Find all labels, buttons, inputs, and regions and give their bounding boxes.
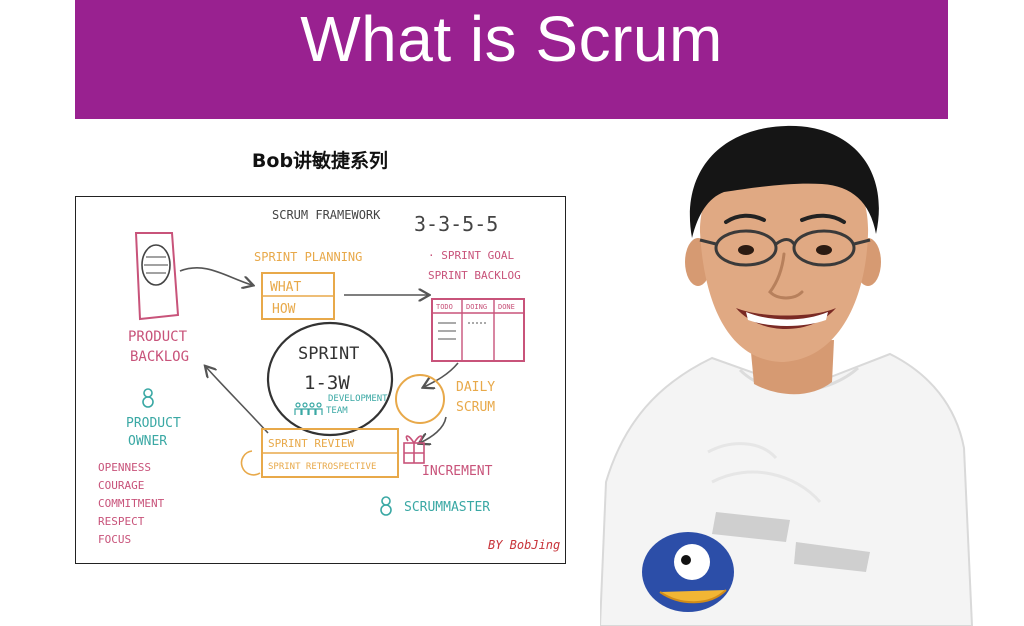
- product-backlog-label-2: BACKLOG: [130, 349, 189, 365]
- sprint-review-label: SPRINT REVIEW: [268, 437, 354, 450]
- board-col-todo: TODO: [436, 303, 453, 311]
- sprint-circle: [266, 321, 394, 437]
- title-banner: What is Scrum: [75, 0, 948, 119]
- value-courage: COURAGE: [98, 479, 144, 492]
- value-openness: OPENNESS: [98, 461, 151, 474]
- daily-scrum-label-1: DAILY: [456, 380, 495, 395]
- sprint-retro-label: SPRINT RETROSPECTIVE: [268, 462, 376, 472]
- product-owner-icon: [142, 388, 154, 408]
- daily-scrum-label-2: SCRUM: [456, 400, 495, 415]
- dev-team-label-2: TEAM: [326, 406, 348, 416]
- presenter-photo: [600, 125, 974, 626]
- product-backlog-icon: [134, 232, 180, 321]
- sprint-goal-label: · SPRINT GOAL: [428, 249, 514, 262]
- board-col-doing: DOING: [466, 303, 487, 311]
- increment-label: INCREMENT: [422, 464, 493, 479]
- product-owner-label-2: OWNER: [128, 434, 167, 449]
- planning-what: WHAT: [270, 280, 301, 295]
- slide-title: What is Scrum: [300, 2, 723, 75]
- arrow-to-planning: [179, 267, 252, 285]
- arrow-to-daily: [424, 362, 459, 387]
- sprint-label: SPRINT: [298, 344, 359, 364]
- slide-subtitle: Bob讲敏捷系列: [251, 150, 389, 172]
- duck-shirt-print: [642, 512, 870, 612]
- value-respect: RESPECT: [98, 515, 145, 528]
- signature: BY BobJing: [488, 538, 560, 552]
- sketch-heading: SCRUM FRAMEWORK: [272, 208, 381, 222]
- glasses: [699, 229, 871, 267]
- planning-how: HOW: [272, 302, 296, 317]
- task-board: TODO DOING DONE: [431, 298, 525, 362]
- board-col-done: DONE: [498, 303, 515, 311]
- product-owner-label-1: PRODUCT: [126, 416, 181, 431]
- hair: [689, 125, 879, 238]
- value-commitment: COMMITMENT: [98, 497, 165, 510]
- sprint-backlog-label: SPRINT BACKLOG: [428, 269, 521, 282]
- product-backlog-label-1: PRODUCT: [128, 329, 188, 345]
- scrum-master-label: SCRUMMASTER: [404, 500, 490, 515]
- scrum-master-icon: [380, 496, 392, 516]
- arrow-to-increment: [420, 416, 447, 443]
- sketch-numbers: 3-3-5-5: [414, 212, 498, 236]
- arrow-to-backlog: [206, 367, 269, 434]
- increment-gift-icon: [403, 435, 425, 464]
- sketch-canvas: SCRUM FRAMEWORK 3-3-5-5 PRODUCT BACKLOG …: [98, 208, 560, 552]
- sprint-duration: 1-3W: [304, 372, 350, 394]
- value-focus: FOCUS: [98, 533, 131, 546]
- dev-team-label-1: DEVELOPMENT: [328, 394, 388, 404]
- team-people-icon: [294, 402, 323, 415]
- scrum-framework-sketch: SCRUM FRAMEWORK 3-3-5-5 PRODUCT BACKLOG …: [75, 196, 566, 564]
- daily-scrum-circle: [395, 374, 445, 424]
- retro-cycle-arrow: [240, 450, 261, 476]
- sprint-planning-label: SPRINT PLANNING: [254, 250, 362, 264]
